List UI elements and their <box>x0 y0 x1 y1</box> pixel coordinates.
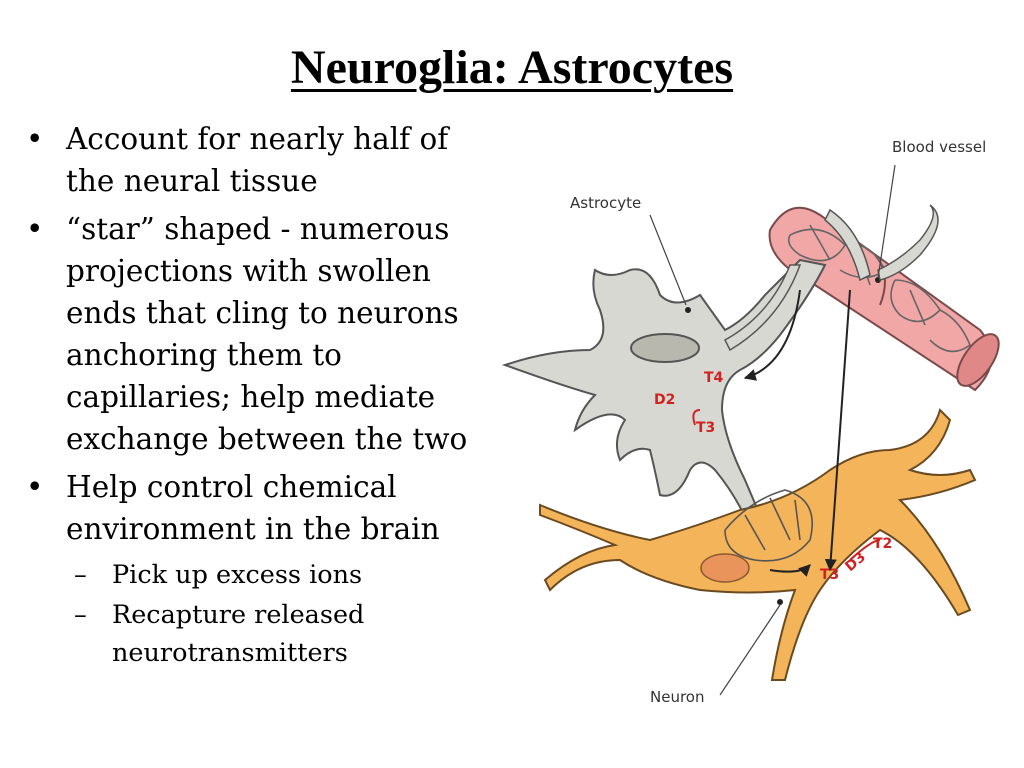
bullet-line: anchoring them to <box>66 338 342 372</box>
neuron-body <box>539 408 977 681</box>
bullet-line: Account for nearly half of <box>66 122 449 156</box>
bullet-list: • Account for nearly half of the neural … <box>26 118 516 672</box>
sub-bullet-line: Pick up excess ions <box>112 560 363 590</box>
t4-label: T4 <box>704 370 724 386</box>
blood-vessel-opening <box>956 333 1000 387</box>
astrocyte-cell <box>501 204 939 541</box>
t3-transport-arrow <box>824 289 851 572</box>
bullet-line: Help control chemical <box>66 470 397 504</box>
bullet-item: • “star” shaped - numerous projections w… <box>26 208 516 460</box>
neuron-nucleus <box>700 553 750 583</box>
t4-arrow <box>743 289 801 381</box>
bullet-line: the neural tissue <box>66 164 318 198</box>
sub-bullet-symbol: – <box>74 560 87 590</box>
bullet-line: ends that cling to neurons <box>66 296 459 330</box>
astrocyte-diagram: Astrocyte Blood vessel Neuron T4 D2 T3 T… <box>501 138 1000 706</box>
neuron-leader <box>719 604 781 696</box>
sub-bullet-item: – Pick up excess ions <box>26 556 516 594</box>
neuron-cell <box>539 408 977 681</box>
neuron-label: Neuron <box>650 688 704 706</box>
d2-label: D2 <box>654 392 675 408</box>
blood-vessel-leader <box>877 164 896 279</box>
blood-vessel <box>768 206 1000 392</box>
bullet-item: • Help control chemical environment in t… <box>26 466 516 550</box>
astrocyte-leader <box>649 214 687 306</box>
sub-bullet-item: – Recapture released neurotransmitters <box>26 596 516 672</box>
sub-bullet-symbol: – <box>74 600 87 630</box>
d2-conversion-arrow <box>692 409 701 426</box>
neuron-endfeet-mesh <box>724 489 814 562</box>
bullet-symbol: • <box>26 212 44 246</box>
blood-vessel-label: Blood vessel <box>892 138 986 156</box>
astrocyte-nucleus <box>630 333 700 363</box>
bullet-symbol: • <box>26 470 44 504</box>
t2-label: T2 <box>873 536 892 552</box>
bullet-line: projections with swollen <box>66 254 431 288</box>
bullet-item: • Account for nearly half of the neural … <box>26 118 516 202</box>
sub-bullet-line: Recapture released <box>112 600 365 630</box>
bullet-line: exchange between the two <box>66 422 468 456</box>
neuron-uptake-arrow <box>769 564 811 577</box>
bullet-line: environment in the brain <box>66 512 440 546</box>
d3-conversion-arrow <box>849 539 881 561</box>
t3-neuron-label: T3 <box>820 567 839 583</box>
bullet-line: capillaries; help mediate <box>66 380 436 414</box>
t3-astrocyte-label: T3 <box>696 420 715 436</box>
astrocyte-label: Astrocyte <box>570 194 641 212</box>
bullet-symbol: • <box>26 122 44 156</box>
bullet-line: “star” shaped - numerous <box>66 212 450 246</box>
slide-title: Neuroglia: Astrocytes <box>290 41 734 94</box>
sub-bullet-line: neurotransmitters <box>112 638 348 668</box>
